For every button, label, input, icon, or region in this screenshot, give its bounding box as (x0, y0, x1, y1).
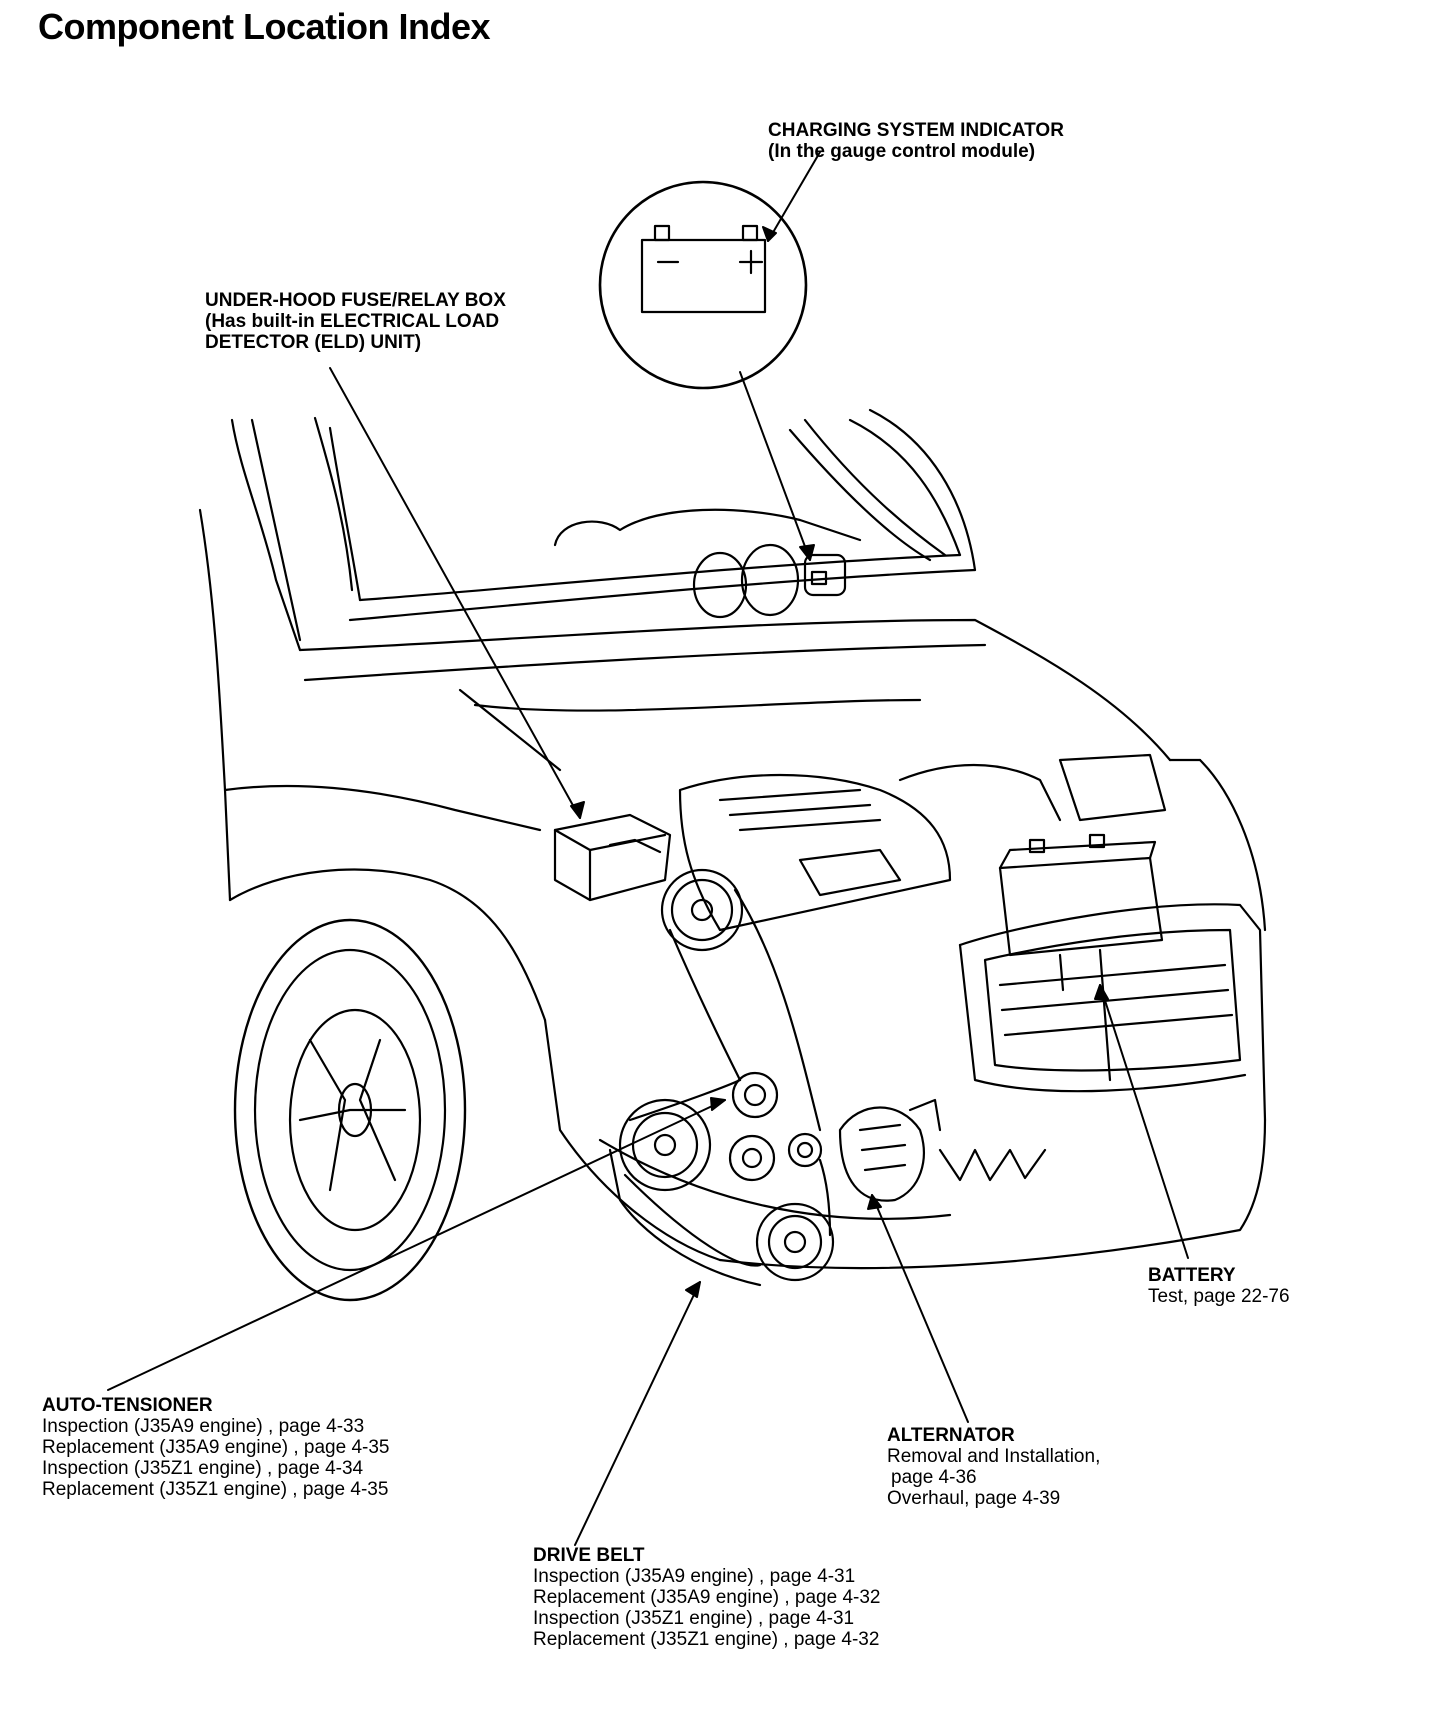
leader-charging-indicator (767, 151, 821, 242)
fuse-box-label: UNDER-HOOD FUSE/RELAY BOX (205, 290, 506, 311)
callout-auto-tensioner: AUTO-TENSIONER Inspection (J35A9 engine)… (42, 1395, 390, 1500)
callout-fuse-box: UNDER-HOOD FUSE/RELAY BOX (Has built-in … (205, 290, 506, 353)
leader-fuse-box (329, 367, 581, 819)
drive-belt-ref[interactable]: Replacement (J35A9 engine) , page 4-32 (533, 1587, 881, 1608)
battery-ref[interactable]: Test, page 22-76 (1148, 1286, 1290, 1307)
page-title: Component Location Index (38, 6, 491, 47)
auto-tensioner-ref[interactable]: Replacement (J35Z1 engine) , page 4-35 (42, 1479, 389, 1500)
alternator-ref[interactable]: Overhaul, page 4-39 (887, 1488, 1061, 1509)
charging-indicator-location: (In the gauge control module) (768, 141, 1036, 162)
callout-drive-belt: DRIVE BELT Inspection (J35A9 engine) , p… (533, 1545, 881, 1650)
auto-tensioner-label: AUTO-TENSIONER (42, 1395, 213, 1416)
leader-auto-tensioner (107, 1099, 726, 1391)
leader-magnifier-to-dash (739, 371, 811, 561)
battery-component (998, 833, 1164, 992)
drive-belt-label: DRIVE BELT (533, 1545, 645, 1566)
drive-belt-ref[interactable]: Inspection (J35A9 engine) , page 4-31 (533, 1566, 856, 1587)
drive-belt-ref[interactable]: Inspection (J35Z1 engine) , page 4-31 (533, 1608, 855, 1629)
fuse-box-note-1: (Has built-in ELECTRICAL LOAD (205, 311, 500, 332)
auto-tensioner-ref[interactable]: Inspection (J35Z1 engine) , page 4-34 (42, 1458, 364, 1479)
belt-drive (608, 868, 942, 1287)
leader-drive-belt (574, 1281, 701, 1546)
charging-indicator-label: CHARGING SYSTEM INDICATOR (768, 120, 1064, 141)
battery-warning-icon (640, 224, 767, 314)
alternator-label: ALTERNATOR (887, 1425, 1015, 1446)
leader-alternator (871, 1194, 969, 1423)
leader-battery (1099, 984, 1189, 1259)
callout-battery: BATTERY Test, page 22-76 (1148, 1265, 1290, 1307)
fuse-box-note-2: DETECTOR (ELD) UNIT) (205, 332, 422, 353)
auto-tensioner-ref[interactable]: Replacement (J35A9 engine) , page 4-35 (42, 1437, 390, 1458)
vehicle-body (198, 408, 1267, 1302)
leader-lines (107, 151, 1189, 1546)
alternator-ref[interactable]: Removal and Installation, (887, 1446, 1101, 1467)
alternator-ref[interactable]: page 4-36 (891, 1467, 977, 1488)
battery-label: BATTERY (1148, 1265, 1236, 1286)
callout-charging-indicator: CHARGING SYSTEM INDICATOR (In the gauge … (768, 120, 1064, 162)
callout-alternator: ALTERNATOR Removal and Installation, pag… (887, 1425, 1100, 1509)
drive-belt-ref[interactable]: Replacement (J35Z1 engine) , page 4-32 (533, 1629, 880, 1650)
auto-tensioner-ref[interactable]: Inspection (J35A9 engine) , page 4-33 (42, 1416, 365, 1437)
indicator-magnifier (598, 180, 808, 390)
